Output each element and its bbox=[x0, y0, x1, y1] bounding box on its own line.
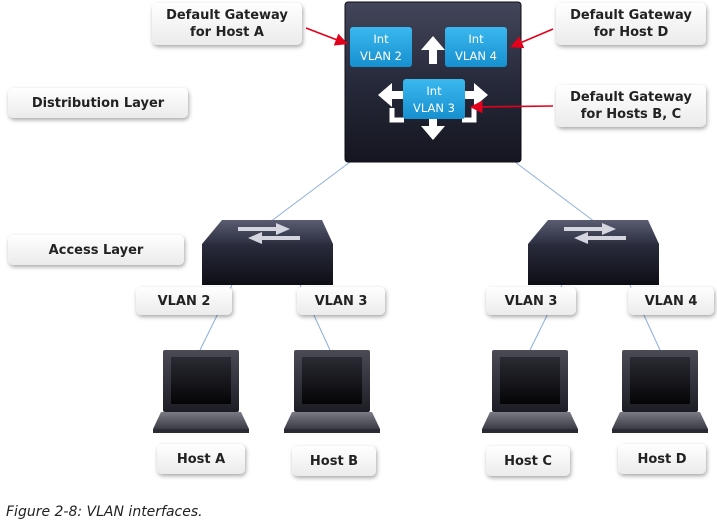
interface-vlan-2: Int VLAN 2 bbox=[350, 27, 412, 67]
interface-vlan-4: Int VLAN 4 bbox=[445, 27, 507, 67]
switching-arrows-icon bbox=[238, 223, 300, 244]
interface-vlan-4-line1: Int bbox=[468, 32, 484, 46]
host-c-label: Host C bbox=[486, 446, 570, 476]
arrow-gateway-a bbox=[305, 27, 348, 46]
laptop-host-a-icon bbox=[153, 350, 249, 433]
vlan-label-left-port-2: VLAN 3 bbox=[297, 287, 385, 315]
switching-arrows-icon bbox=[564, 223, 626, 244]
laptop-host-c-icon bbox=[482, 350, 578, 433]
interface-vlan-3: Int VLAN 3 bbox=[403, 79, 465, 119]
access-switch-right bbox=[528, 220, 659, 285]
label-distribution-layer: Distribution Layer bbox=[8, 88, 188, 118]
laptop-host-b-icon bbox=[284, 350, 380, 433]
vlan-label-right-port-2: VLAN 4 bbox=[628, 287, 714, 315]
callout-gateway-hosts-bc: Default Gateway for Hosts B, C bbox=[556, 85, 706, 127]
interface-vlan-3-line2: VLAN 3 bbox=[413, 101, 455, 115]
host-a-label: Host A bbox=[157, 444, 245, 474]
arrow-gateway-bc bbox=[469, 100, 554, 114]
uplink-right bbox=[514, 161, 596, 223]
vlan-label-right-port-1: VLAN 3 bbox=[486, 287, 576, 315]
callout-gateway-host-a: Default Gateway for Host A bbox=[152, 3, 302, 45]
callout-gateway-host-d: Default Gateway for Host D bbox=[556, 3, 706, 45]
host-d-label: Host D bbox=[618, 444, 706, 474]
access-switch-left bbox=[202, 220, 333, 285]
arrow-gateway-d bbox=[510, 28, 554, 49]
interface-vlan-3-line1: Int bbox=[426, 84, 442, 98]
label-access-layer: Access Layer bbox=[8, 235, 184, 265]
vlan-label-left-port-1: VLAN 2 bbox=[136, 287, 232, 315]
interface-vlan-2-line2: VLAN 2 bbox=[360, 49, 402, 63]
interface-vlan-2-line1: Int bbox=[373, 32, 389, 46]
uplink-left bbox=[269, 161, 351, 223]
figure-caption: Figure 2-8: VLAN interfaces. bbox=[6, 504, 203, 520]
laptop-host-d-icon bbox=[612, 350, 708, 433]
callout-arrows bbox=[305, 27, 554, 114]
host-b-label: Host B bbox=[292, 446, 376, 476]
interface-vlan-4-line2: VLAN 4 bbox=[455, 49, 497, 63]
